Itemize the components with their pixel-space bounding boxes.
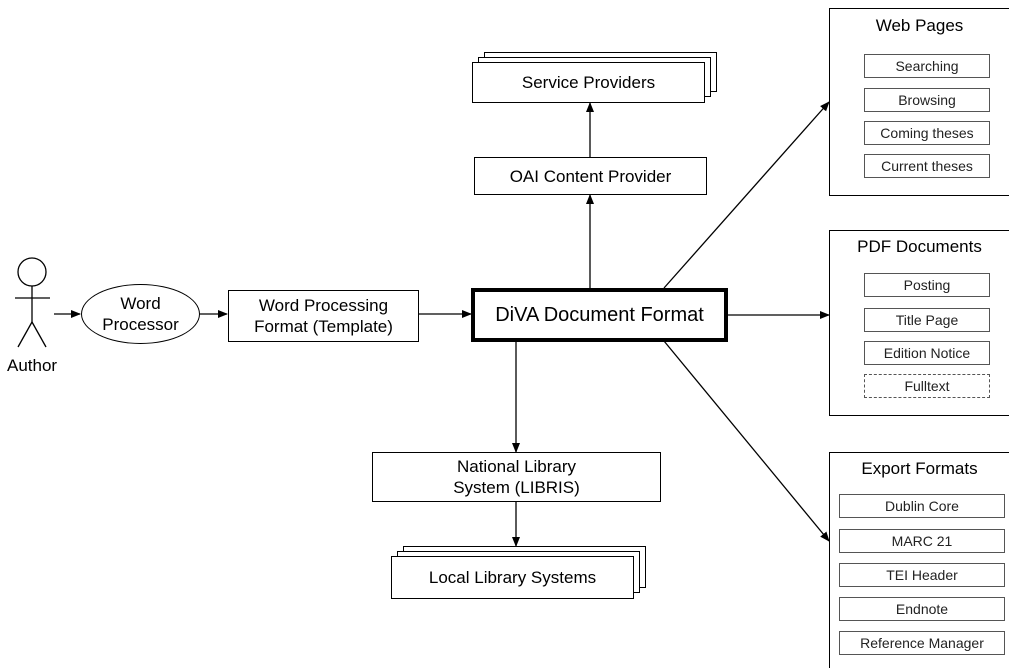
national-library-label-2: System (LIBRIS) (453, 478, 580, 497)
web-pages-item: Browsing (864, 88, 990, 112)
export-formats-item: MARC 21 (839, 529, 1005, 553)
template-label-1: Word Processing (258, 296, 389, 315)
word-processor-node: Word Processor (81, 284, 200, 344)
pdf-documents-panel: PDF Documents Posting Title Page Edition… (829, 230, 1009, 416)
web-pages-item: Searching (864, 54, 990, 78)
template-label-2: Format (Template) (254, 317, 393, 336)
local-library-node: Local Library Systems (391, 556, 634, 599)
web-pages-title: Web Pages (875, 16, 964, 35)
oai-label: OAI Content Provider (509, 166, 672, 186)
template-node: Word Processing Format (Template) (228, 290, 419, 342)
export-formats-item: Endnote (839, 597, 1005, 621)
national-library-label-1: National Library (456, 457, 577, 476)
diva-node: DiVA Document Format (471, 288, 728, 342)
web-pages-item: Current theses (864, 154, 990, 178)
pdf-documents-item: Title Page (864, 308, 990, 332)
export-formats-item: TEI Header (839, 563, 1005, 587)
web-pages-panel: Web Pages Searching Browsing Coming thes… (829, 8, 1009, 196)
pdf-documents-item: Edition Notice (864, 341, 990, 365)
word-processor-label-2: Processor (102, 315, 179, 334)
pdf-documents-title: PDF Documents (857, 237, 982, 256)
pdf-documents-item: Fulltext (864, 374, 990, 398)
national-library-node: National Library System (LIBRIS) (372, 452, 661, 502)
pdf-documents-item: Posting (864, 273, 990, 297)
diva-label: DiVA Document Format (495, 303, 704, 326)
author-figure-icon (15, 257, 50, 348)
author-label: Author (7, 356, 58, 375)
export-formats-item: Reference Manager (839, 631, 1005, 655)
oai-node: OAI Content Provider (474, 157, 707, 195)
service-providers-label: Service Providers (521, 73, 656, 92)
web-pages-item: Coming theses (864, 121, 990, 145)
arrow-diva-to-export (663, 340, 830, 542)
export-formats-panel: Export Formats Dublin Core MARC 21 TEI H… (829, 452, 1009, 668)
export-formats-item: Dublin Core (839, 494, 1005, 518)
word-processor-label-1: Word (120, 294, 161, 313)
service-providers-node: Service Providers (472, 62, 705, 103)
local-library-label: Local Library Systems (428, 568, 597, 587)
arrow-diva-to-webpages (663, 101, 830, 289)
export-formats-title: Export Formats (861, 459, 978, 478)
